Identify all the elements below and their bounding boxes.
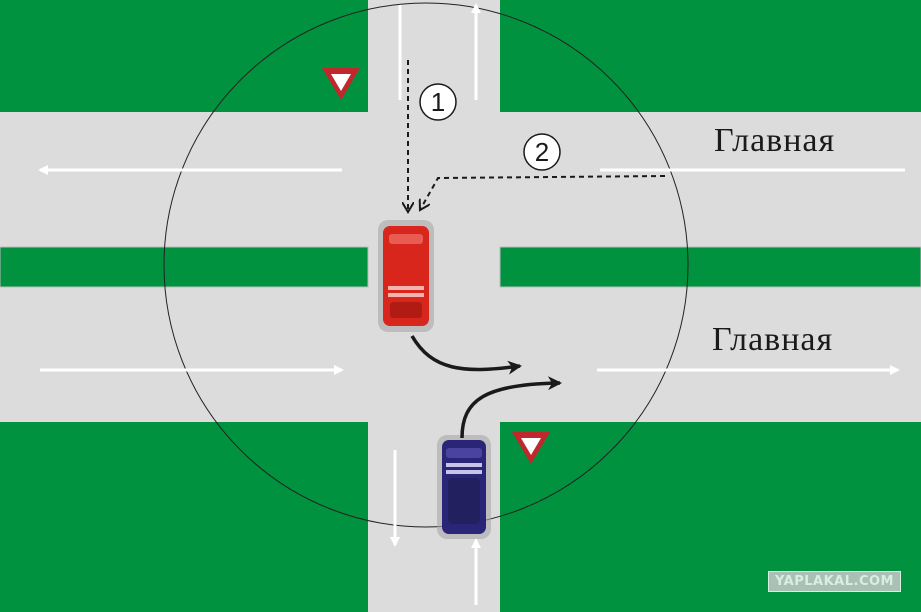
median-outline-left <box>0 246 369 288</box>
red-car-icon <box>378 220 434 332</box>
path-2-label: 2 <box>535 137 549 167</box>
blue-car-trajectory <box>460 376 562 439</box>
main-road-label-bottom: Главная <box>712 321 834 358</box>
path-1-label: 1 <box>431 87 445 117</box>
median-outline-right <box>499 246 921 288</box>
main-road-label-top: Главная <box>714 122 836 159</box>
median-strip-right <box>500 247 921 287</box>
dashed-path-2 <box>420 175 666 210</box>
lane-arrows <box>38 3 905 605</box>
median-strip-left <box>0 247 368 287</box>
red-car-trajectory <box>410 335 522 375</box>
path-2-marker: 2 <box>523 133 561 171</box>
yield-sign-icon <box>512 432 550 464</box>
watermark: YAPLAKAL.COM <box>768 571 901 592</box>
blue-car-icon <box>437 435 491 539</box>
path-1-marker: 1 <box>419 83 457 121</box>
yield-sign-icon <box>322 68 360 100</box>
intersection-zone-circle <box>163 2 689 528</box>
